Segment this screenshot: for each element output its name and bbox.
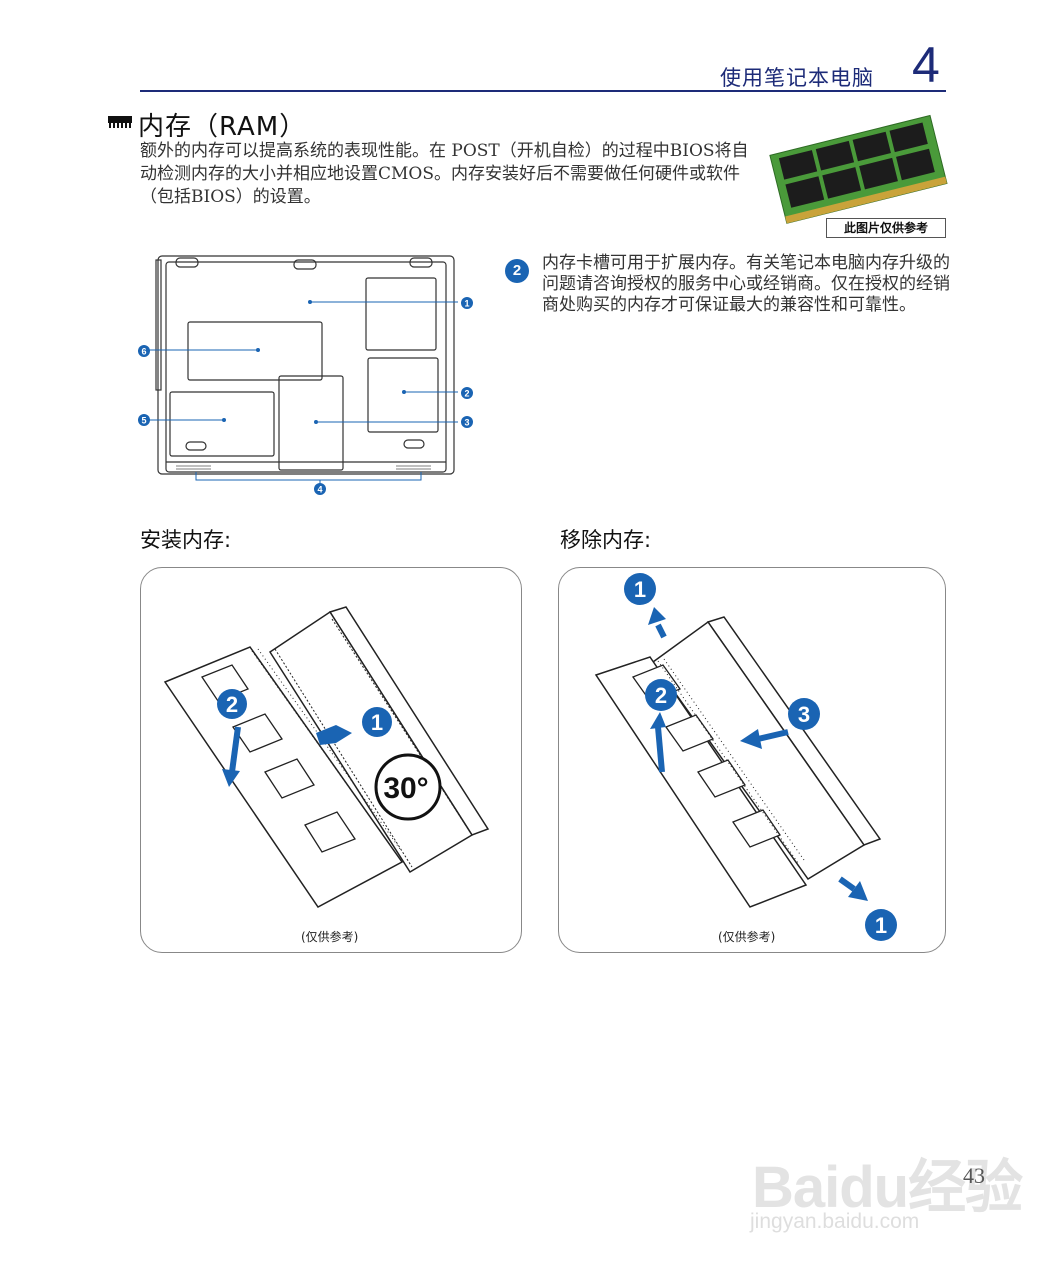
note-badge: 2 [505,259,529,283]
remove-step-1-top: 1 [634,577,646,602]
intro-paragraph: 额外的内存可以提高系统的表现性能。在 POST（开机自检）的过程中BIOS将自动… [140,141,749,207]
remove-step-1-bottom: 1 [875,913,887,938]
install-step-1: 1 [371,710,383,735]
ram-module-photo [769,114,948,224]
angle-label: 30° [383,772,428,805]
note-text: 内存卡槽可用于扩展内存。有关笔记本电脑内存升级的问题请咨询授权的服务中心或经销商… [542,253,950,315]
ram-icon [108,116,132,128]
remove-step-2: 2 [655,683,667,708]
callout-4: 4 [317,485,322,495]
watermark-logo: Baidu经验 [752,1155,1023,1220]
page-number: 43 [963,1163,985,1188]
install-caption: (仅供参考) [301,930,359,944]
remove-caption: (仅供参考) [718,930,776,944]
remove-title: 移除内存: [560,528,652,552]
photo-caption: 此图片仅供参考 [826,218,946,238]
callout-3: 3 [464,418,469,428]
install-title: 安装内存: [140,528,232,552]
section-title: 内存（RAM） [138,112,307,142]
remove-illustration: 1 2 3 1 [594,573,897,941]
laptop-bottom-diagram: 1 2 3 4 5 6 [138,255,473,495]
install-step-2: 2 [226,692,238,717]
callout-1: 1 [464,299,469,309]
callout-6: 6 [141,347,146,357]
remove-step-3: 3 [798,702,810,727]
install-illustration: 2 1 30° [163,606,490,908]
chapter-title: 使用笔记本电脑 [720,66,874,90]
chapter-number: 4 [912,37,940,93]
watermark-url: jingyan.baidu.com [750,1210,920,1233]
callout-2: 2 [464,389,469,399]
callout-5: 5 [141,416,146,426]
header-rule [140,90,946,92]
